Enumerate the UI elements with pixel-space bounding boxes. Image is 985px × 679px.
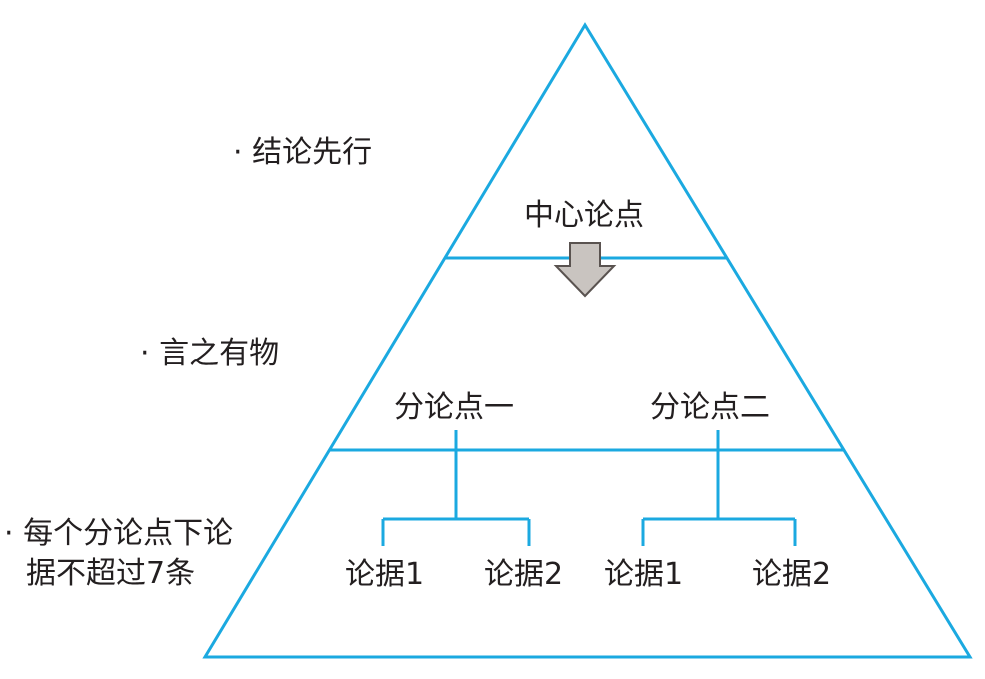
center-argument-label: 中心论点 [524, 198, 644, 233]
evidence-2a-label: 论据1 [604, 557, 684, 592]
evidence-1b-label: 论据2 [484, 557, 564, 592]
connector-left [381, 430, 531, 546]
evidence-1a-label: 论据1 [345, 557, 425, 592]
note-substantive: · 言之有物 [140, 336, 280, 371]
note-evidence-limit-line2: 据不超过7条 [26, 556, 196, 591]
pyramid-outline [202, 22, 973, 659]
sub-argument-2-label: 分论点二 [650, 390, 770, 425]
note-evidence-limit-line1: · 每个分论点下论 [4, 516, 234, 551]
sub-argument-1-label: 分论点一 [394, 390, 514, 425]
down-arrow-icon [553, 242, 617, 298]
evidence-2b-label: 论据2 [752, 557, 832, 592]
note-conclusion-first: · 结论先行 [233, 135, 373, 170]
connector-right [641, 430, 797, 546]
